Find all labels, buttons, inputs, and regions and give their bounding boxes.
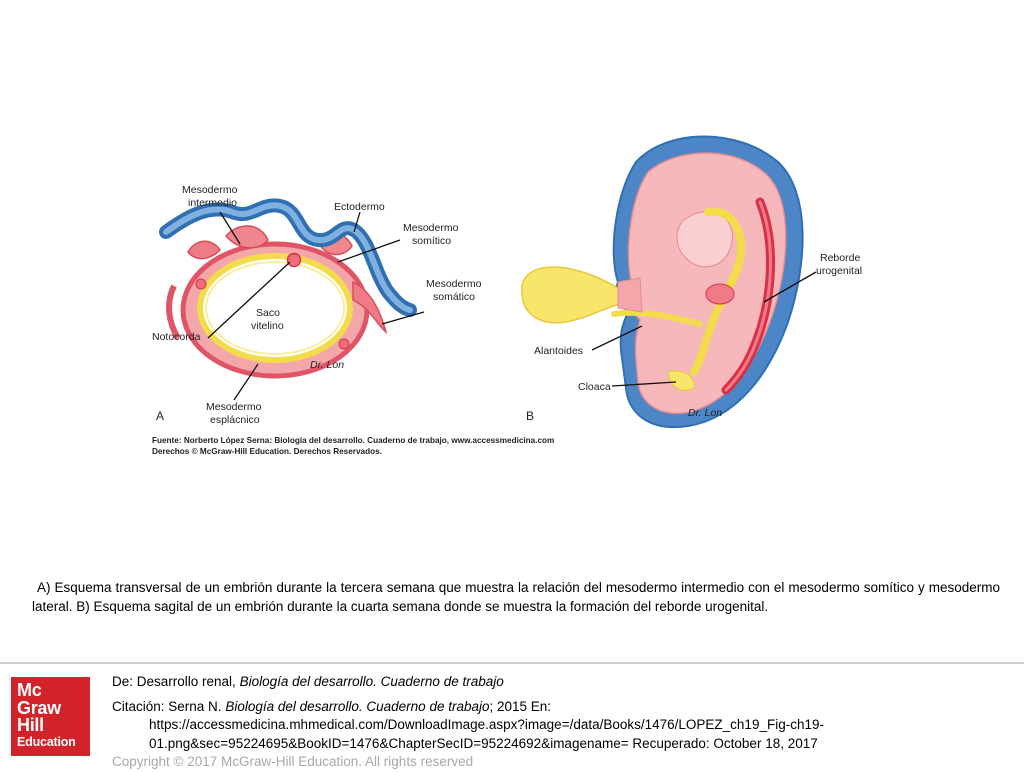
panel-a-labels: Mesodermo intermedio Ectodermo Mesodermo… — [152, 184, 482, 426]
label-reborde-urogenital: Reborde — [820, 252, 860, 264]
footer-divider — [0, 662, 1024, 664]
panel-b-leaders — [591, 271, 817, 387]
svg-text:somítico: somítico — [412, 235, 451, 247]
copyright-notice: Copyright © 2017 McGraw-Hill Education. … — [112, 754, 474, 769]
panel-b-letter: B — [526, 409, 534, 423]
somatic-mesoderm-flap — [352, 280, 388, 334]
notochord — [286, 252, 302, 268]
label-saco-vitelino: Saco — [256, 307, 280, 319]
svg-text:vitelino: vitelino — [251, 320, 284, 332]
embryo-figure: Dr. Lon Mesodermo intermedio Ectodermo M… — [148, 132, 870, 458]
citation-footer: De: Desarrollo renal, Biología del desar… — [112, 673, 1012, 772]
panel-a-letter: A — [156, 409, 164, 423]
label-mesodermo-somatico: Mesodermo — [426, 278, 482, 290]
figure-source-line-2: Derechos © McGraw-Hill Education. Derech… — [152, 447, 382, 456]
svg-text:esplácnico: esplácnico — [210, 414, 260, 426]
label-notocorda: Notocorda — [152, 331, 201, 343]
label-alantoides: Alantoides — [534, 345, 583, 357]
allantois — [521, 266, 621, 324]
svg-text:somático: somático — [433, 291, 475, 303]
svg-text:urogenital: urogenital — [816, 265, 862, 277]
citation-url-line-1: https://accessmedicina.mhmedical.com/Dow… — [149, 717, 824, 732]
panel-a-leaders — [207, 211, 425, 401]
svg-text:intermedio: intermedio — [188, 197, 237, 209]
figure-source-line-1: Fuente: Norberto López Serna: Biología d… — [152, 436, 554, 445]
label-mesodermo-intermedio: Mesodermo — [182, 184, 238, 196]
svg-text:Dr. Lon: Dr. Lon — [688, 407, 722, 419]
panel-b-drawing: Dr. Lon — [521, 135, 804, 429]
label-mesodermo-somitico: Mesodermo — [403, 222, 459, 234]
figure-caption: A) Esquema transversal de un embrión dur… — [32, 580, 1000, 614]
somitic-mesoderm-left — [225, 225, 269, 249]
label-ectodermo: Ectodermo — [334, 201, 385, 213]
label-mesodermo-esplacnico: Mesodermo — [206, 401, 262, 413]
mcgraw-hill-education-logo: Mc Graw Hill Education — [11, 677, 90, 756]
intermediate-mesoderm-left — [187, 240, 221, 260]
source-line: De: Desarrollo renal, Biología del desar… — [112, 674, 504, 689]
panel-a-drawing: Dr. Lon — [159, 198, 417, 379]
cloaca — [667, 370, 695, 391]
citation-line: Citación: Serna N. Biología del desarrol… — [112, 698, 552, 714]
svg-text:Dr. Lon: Dr. Lon — [310, 359, 344, 371]
citation-url-line-2: 01.png&sec=95224695&BookID=1476&ChapterS… — [149, 735, 818, 751]
embryo-diagram: Dr. Lon Mesodermo intermedio Ectodermo M… — [152, 135, 862, 456]
label-cloaca: Cloaca — [578, 381, 611, 393]
panel-b-labels: Reborde urogenital Alantoides Cloaca B — [526, 252, 862, 423]
